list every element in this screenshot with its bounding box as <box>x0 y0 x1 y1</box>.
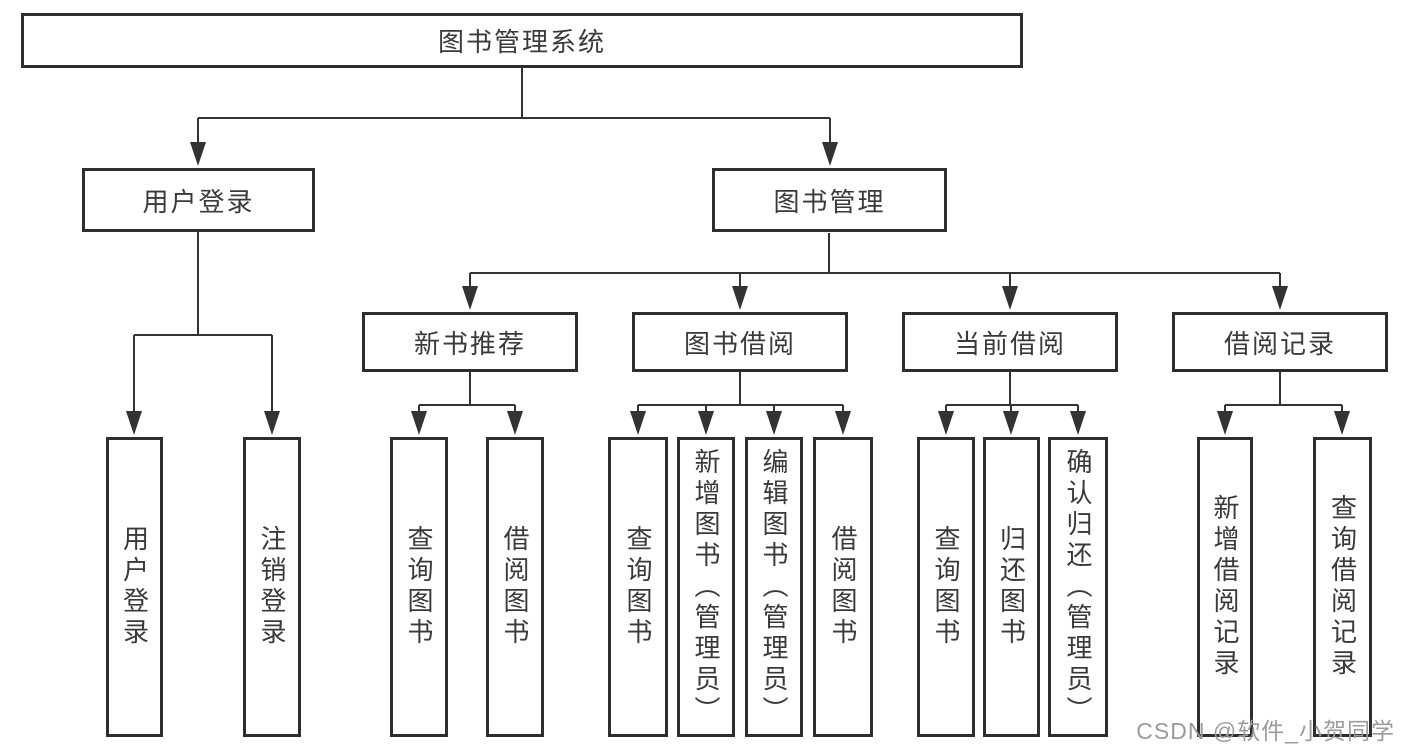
node-book-borrow-label: 图书借阅 <box>683 328 796 359</box>
leaf-return-books: 归还图书 <box>983 437 1040 737</box>
node-book-management-label: 图书管理 <box>773 186 886 217</box>
node-current-borrow-label: 当前借阅 <box>953 328 1066 359</box>
arrowheads <box>126 142 1350 435</box>
leaf-edit-books-admin-label: 编辑图书（管理员） <box>759 447 789 727</box>
leaf-query-books-borrow-label: 查询图书 <box>623 525 653 649</box>
leaf-borrow-books-label: 借阅图书 <box>828 525 858 649</box>
node-user-login-label: 用户登录 <box>142 186 255 217</box>
leaf-query-books-recommend-label: 查询图书 <box>404 525 434 649</box>
leaf-add-borrow-record: 新增借阅记录 <box>1197 437 1253 737</box>
node-current-borrow: 当前借阅 <box>902 312 1118 372</box>
leaf-add-books-admin: 新增图书（管理员） <box>677 437 735 737</box>
csdn-watermark: CSDN @软件_小贺同学 <box>1136 718 1395 744</box>
leaf-return-books-label: 归还图书 <box>996 525 1027 649</box>
leaf-add-books-admin-label: 新增图书（管理员） <box>691 447 721 727</box>
leaf-query-books-recommend: 查询图书 <box>390 437 448 737</box>
leaf-borrow-books-recommend: 借阅图书 <box>486 437 544 737</box>
node-library-system: 图书管理系统 <box>21 13 1023 68</box>
node-book-management: 图书管理 <box>712 168 947 232</box>
leaf-logout: 注销登录 <box>243 437 301 737</box>
leaf-user-login: 用户登录 <box>106 437 163 737</box>
leaf-query-books-current: 查询图书 <box>917 437 975 737</box>
leaf-add-borrow-record-label: 新增借阅记录 <box>1210 494 1240 680</box>
leaf-query-books-borrow: 查询图书 <box>608 437 668 737</box>
tree-edges <box>133 68 1343 414</box>
leaf-user-login-label: 用户登录 <box>119 525 150 649</box>
leaf-confirm-return-admin: 确认归还（管理员） <box>1048 437 1108 737</box>
node-borrow-records: 借阅记录 <box>1172 312 1388 372</box>
leaf-borrow-books-recommend-label: 借阅图书 <box>500 525 530 649</box>
leaf-query-borrow-record-label: 查询借阅记录 <box>1327 494 1358 680</box>
node-new-book-recommend: 新书推荐 <box>362 312 578 372</box>
leaf-borrow-books: 借阅图书 <box>813 437 873 737</box>
node-book-borrow: 图书借阅 <box>632 312 848 372</box>
leaf-edit-books-admin: 编辑图书（管理员） <box>745 437 803 737</box>
node-user-login: 用户登录 <box>82 168 315 232</box>
node-borrow-records-label: 借阅记录 <box>1223 328 1336 359</box>
node-new-book-recommend-label: 新书推荐 <box>413 328 526 359</box>
leaf-query-books-current-label: 查询图书 <box>931 525 961 649</box>
leaf-logout-label: 注销登录 <box>257 525 287 649</box>
leaf-confirm-return-admin-label: 确认归还（管理员） <box>1063 447 1093 727</box>
node-library-system-label: 图书管理系统 <box>437 27 606 57</box>
leaf-query-borrow-record: 查询借阅记录 <box>1313 437 1372 737</box>
